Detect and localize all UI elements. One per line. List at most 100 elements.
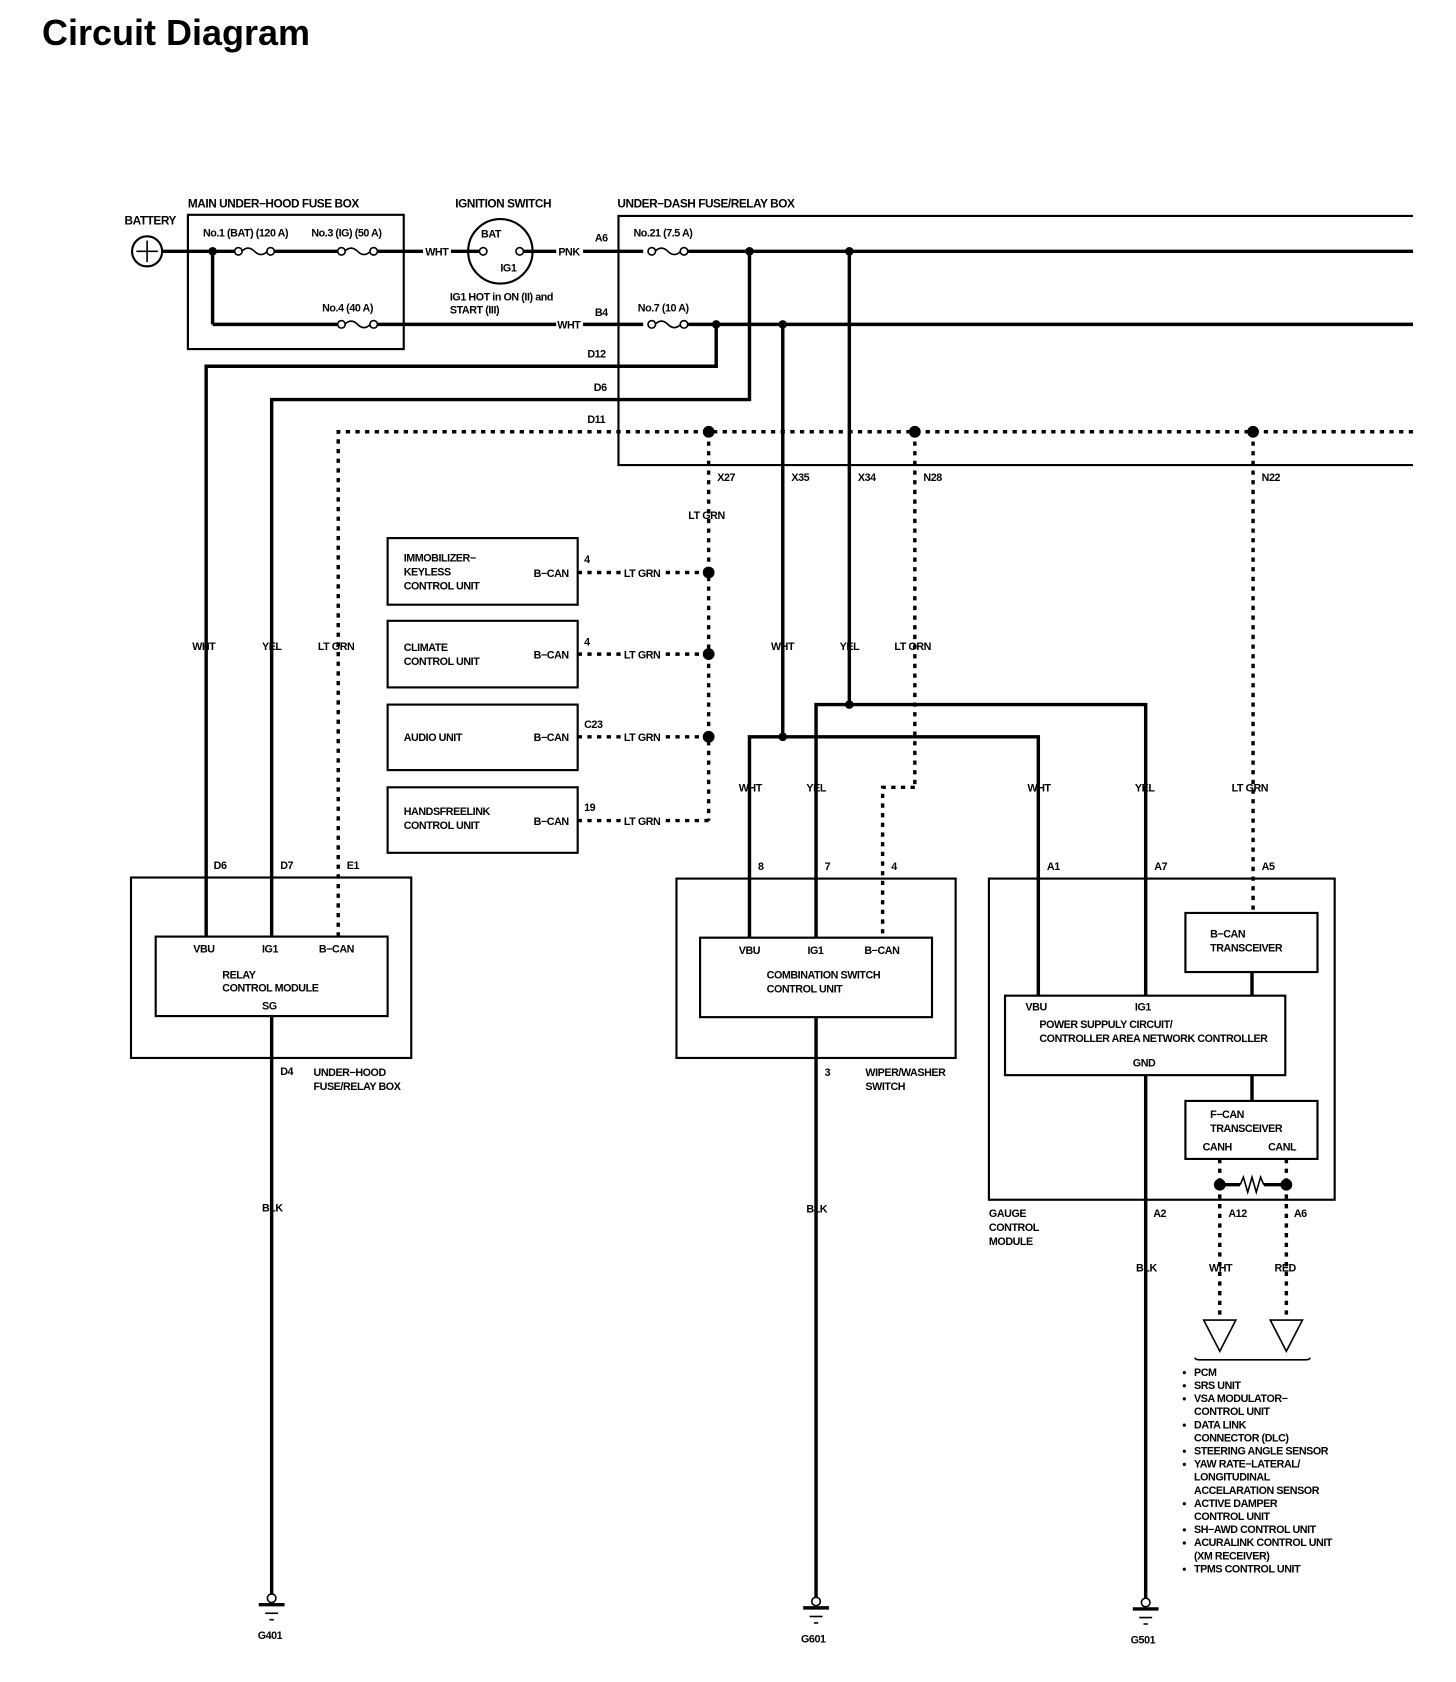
under-dash-box-label: UNDER−DASH FUSE/RELAY BOX (617, 196, 795, 210)
svg-text:CONTROL UNIT: CONTROL UNIT (404, 656, 480, 668)
wire-label-yel: YEL (1135, 783, 1155, 795)
bcan-unit-handsfreelink: HANDSFREELINK CONTROL UNIT B−CAN 19 (386, 786, 596, 854)
fcan-destination-item: TPMS CONTROL UNIT (1194, 1563, 1301, 1575)
wire-label-ltgrn: LT GRN (318, 641, 355, 653)
svg-text:TRANSCEIVER: TRANSCEIVER (1210, 943, 1283, 955)
fcan-destination-item: PCM (1194, 1367, 1217, 1379)
svg-text:B−CAN: B−CAN (319, 944, 355, 956)
relay-pin-e1: E1 (347, 860, 360, 872)
gauge-pin-a7: A7 (1154, 861, 1167, 873)
fuse-no7-label: No.7 (10 A) (638, 302, 690, 314)
wire-label-yel: YEL (806, 783, 826, 795)
gauge-name-line2: CONTROL (989, 1222, 1040, 1234)
svg-text:IG1: IG1 (807, 945, 823, 957)
pin-x27: X27 (717, 472, 735, 484)
fcan-destination-item: YAW RATE−LATERAL/ (1194, 1459, 1300, 1471)
wire-label-ltgrn: LT GRN (894, 641, 931, 653)
bullet-icon (1182, 1528, 1186, 1532)
ground-g401: G401 (258, 1630, 283, 1642)
combo-housing-line1: WIPER/WASHER (865, 1067, 946, 1079)
gauge-name-line3: MODULE (989, 1236, 1033, 1248)
under-dash-box (617, 214, 1414, 467)
svg-text:B−CAN: B−CAN (534, 568, 570, 580)
pin-d6: D6 (594, 382, 607, 394)
svg-text:B−CAN: B−CAN (534, 649, 570, 661)
svg-text:VBU: VBU (193, 944, 215, 956)
bullet-icon (1182, 1541, 1186, 1545)
ground-g601: G601 (801, 1633, 826, 1645)
ground-g501: G501 (1131, 1634, 1156, 1646)
fcan-destination-item: (XM RECEIVER) (1194, 1550, 1270, 1562)
fcan-destination-item: ACCELARATION SENSOR (1194, 1485, 1320, 1497)
bcan-transceiver: B−CAN TRANSCEIVER (1184, 911, 1319, 974)
page-title: Circuit Diagram (42, 12, 311, 53)
ignition-note-line1: IG1 HOT in ON (II) and (450, 292, 553, 304)
bcan-unit-immobilizer: IMMOBILIZER− KEYLESS CONTROL UNIT B−CAN … (386, 537, 591, 606)
wire-label-yel: YEL (840, 641, 860, 653)
fcan-destination-item: DATA LINK (1194, 1419, 1247, 1431)
fcan-transceiver: F−CAN TRANSCEIVER CANH CANL (1184, 1099, 1319, 1161)
fuse-no7-icon (647, 319, 689, 329)
svg-text:CONTROL MODULE: CONTROL MODULE (222, 982, 318, 994)
relay-housing-line1: UNDER−HOOD (314, 1067, 387, 1079)
bullet-icon (1182, 1397, 1186, 1401)
svg-text:CONTROLLER AREA NETWORK CONTRO: CONTROLLER AREA NETWORK CONTROLLER (1039, 1033, 1268, 1045)
fuse-no3-icon (336, 246, 379, 256)
svg-text:IG1: IG1 (262, 944, 278, 956)
svg-text:IMMOBILIZER−: IMMOBILIZER− (404, 553, 476, 565)
power-supply-can-controller: VBU IG1 POWER SUPPULY CIRCUIT/ CONTROLLE… (1003, 994, 1287, 1077)
battery-label: BATTERY (125, 213, 177, 227)
svg-text:CONTROL UNIT: CONTROL UNIT (404, 581, 480, 593)
svg-text:COMBINATION SWITCH: COMBINATION SWITCH (767, 969, 881, 981)
fuse-no4-label: No.4 (40 A) (322, 302, 374, 314)
ignition-terminal-ig1: IG1 (500, 263, 516, 275)
wire-label-blk: BLK (806, 1204, 827, 1216)
svg-text:CLIMATE: CLIMATE (404, 642, 448, 654)
bullet-icon (1182, 1384, 1186, 1388)
svg-text:TRANSCEIVER: TRANSCEIVER (1210, 1123, 1283, 1135)
ignition-note-line2: START (III) (450, 305, 500, 317)
svg-text:KEYLESS: KEYLESS (404, 567, 451, 579)
resistor-icon (1219, 1174, 1287, 1196)
fcan-destination-item: SH−AWD CONTROL UNIT (1194, 1524, 1317, 1536)
svg-text:B−CAN: B−CAN (1210, 929, 1246, 941)
battery-plus-icon (130, 235, 164, 268)
relay-pin-d6: D6 (214, 860, 227, 872)
gauge-pin-a2: A2 (1153, 1208, 1166, 1220)
svg-text:F−CAN: F−CAN (1210, 1109, 1245, 1121)
wire-label-wht: WHT (557, 320, 581, 332)
pin-x35: X35 (791, 472, 809, 484)
wire-label-yel: YEL (262, 641, 282, 653)
relay-housing-line2: FUSE/RELAY BOX (314, 1081, 402, 1093)
wire-label-wht: WHT (771, 641, 795, 653)
gauge-pin-a1: A1 (1047, 861, 1060, 873)
combo-pin-8: 8 (758, 861, 764, 873)
svg-text:AUDIO UNIT: AUDIO UNIT (404, 732, 463, 744)
bullet-icon (1182, 1502, 1186, 1506)
bullet-icon (1182, 1371, 1186, 1375)
wire-label-blk: BLK (1136, 1263, 1157, 1275)
svg-text:POWER SUPPULY CIRCUIT/: POWER SUPPULY CIRCUIT/ (1039, 1019, 1172, 1031)
fcan-arrow-icon (1194, 1319, 1311, 1361)
ground-icon (258, 1593, 285, 1621)
svg-text:CANL: CANL (1268, 1141, 1297, 1153)
fuse-no1-label: No.1 (BAT) (120 A) (203, 227, 289, 239)
pin-a6: A6 (595, 233, 608, 245)
svg-text:SG: SG (262, 1001, 277, 1013)
pin-d12: D12 (587, 349, 606, 361)
wire-label-red: RED (1275, 1263, 1297, 1275)
wire-label-ltgrn: LT GRN (1232, 783, 1269, 795)
fcan-destination-item: LONGITUDINAL (1194, 1472, 1271, 1484)
fcan-destination-item: VSA MODULATOR− (1194, 1393, 1288, 1405)
relay-control-module: VBU IG1 B−CAN RELAY CONTROL MODULE SG (154, 935, 389, 1018)
wire-label-wht: WHT (1209, 1263, 1233, 1275)
fuse-no3-label: No.3 (IG) (50 A) (311, 227, 382, 239)
wire-label-wht: WHT (739, 783, 763, 795)
gauge-pin-a12: A12 (1228, 1208, 1247, 1220)
svg-text:VBU: VBU (1025, 1002, 1047, 1014)
gauge-pin-a6: A6 (1294, 1208, 1307, 1220)
svg-text:B−CAN: B−CAN (534, 816, 570, 828)
fcan-destination-item: STEERING ANGLE SENSOR (1194, 1446, 1329, 1458)
